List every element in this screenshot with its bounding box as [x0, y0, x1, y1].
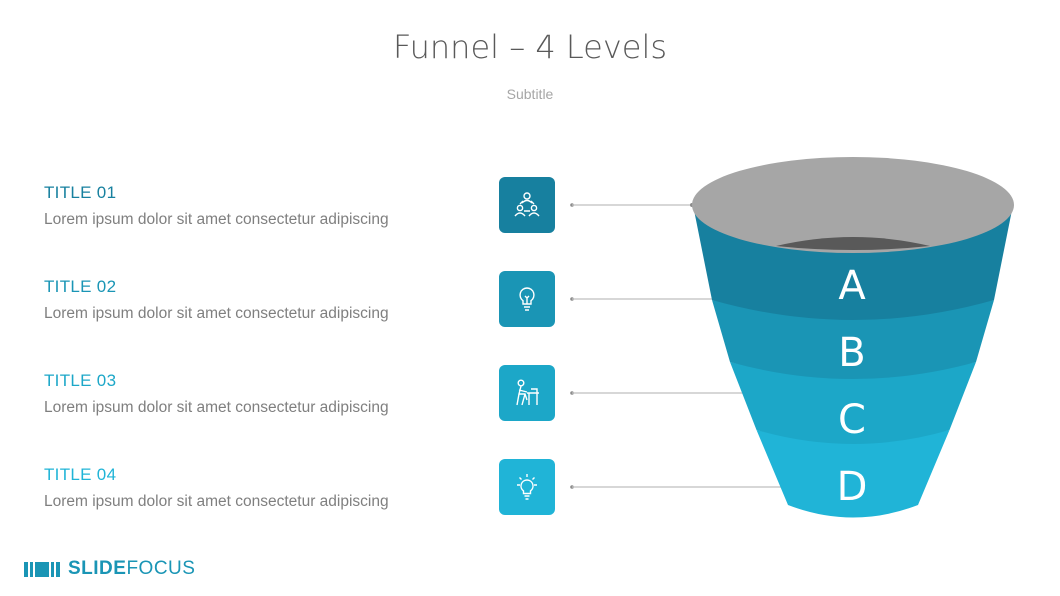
slide-title: Funnel – 4 Levels	[392, 28, 668, 66]
icon-box-03	[499, 365, 555, 421]
funnel-top-rim	[692, 157, 1014, 253]
funnel-level-b	[712, 300, 994, 379]
idea-bulb-icon	[517, 474, 537, 500]
lightbulb-icon	[519, 287, 535, 311]
item-description: Lorem ipsum dolor sit amet consectetur a…	[44, 305, 389, 322]
icon-box-04	[499, 459, 555, 515]
item-title: TITLE 04	[44, 465, 117, 484]
person-at-desk-icon	[516, 379, 539, 406]
slide-subtitle: Subtitle	[506, 86, 554, 102]
funnel-label-d: D	[837, 464, 868, 510]
logo-text-strong: SLIDE	[68, 558, 127, 579]
item-description: Lorem ipsum dolor sit amet consectetur a…	[44, 211, 389, 228]
funnel-level-c	[730, 362, 976, 444]
connector-lines	[570, 203, 788, 489]
icon-box-01	[499, 177, 555, 233]
funnel-label-a: A	[838, 263, 866, 309]
brand-logo: SLIDE FOCUS	[24, 558, 195, 580]
funnel-label-b: B	[838, 330, 865, 376]
list-item-02: TITLE 02 Lorem ipsum dolor sit amet cons…	[44, 277, 464, 323]
funnel-label-c: C	[838, 397, 866, 443]
item-description: Lorem ipsum dolor sit amet consectetur a…	[44, 399, 389, 416]
list-item-04: TITLE 04 Lorem ipsum dolor sit amet cons…	[44, 465, 464, 511]
logo-text-light: FOCUS	[126, 558, 196, 579]
people-network-icon	[514, 192, 540, 217]
icon-box-02	[499, 271, 555, 327]
logo-bars-icon	[24, 561, 62, 577]
list-item-01: TITLE 01 Lorem ipsum dolor sit amet cons…	[44, 183, 464, 229]
list-item-03: TITLE 03 Lorem ipsum dolor sit amet cons…	[44, 371, 464, 417]
item-description: Lorem ipsum dolor sit amet consectetur a…	[44, 493, 389, 510]
funnel-inner-shadow	[776, 237, 930, 250]
item-title: TITLE 03	[44, 371, 117, 390]
funnel-level-d	[756, 430, 950, 518]
item-title: TITLE 02	[44, 277, 117, 296]
item-title: TITLE 01	[44, 183, 117, 202]
